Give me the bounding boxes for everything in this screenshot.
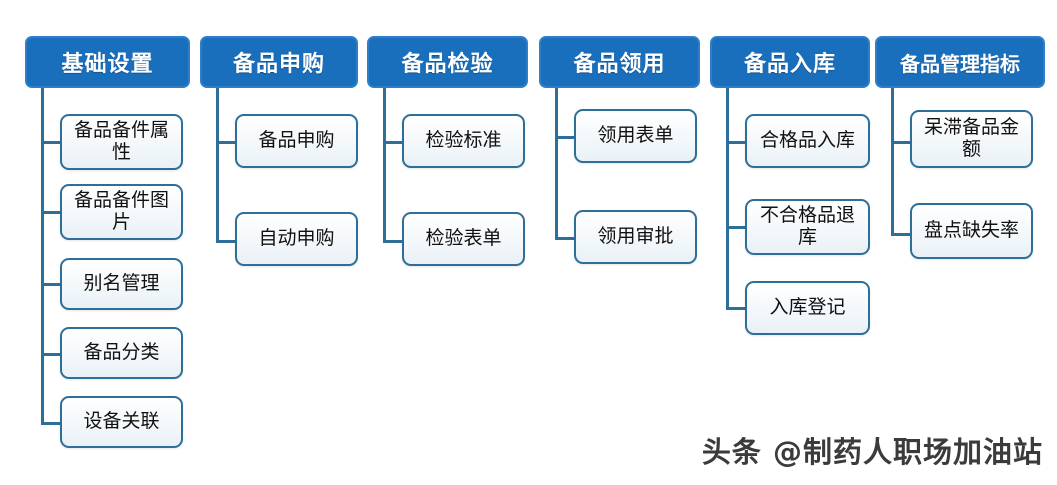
leaf-node-unqualified-return[interactable]: 不合格品退库 xyxy=(745,199,870,255)
leaf-node-idle-stock-amount[interactable]: 呆滞备品金额 xyxy=(910,110,1033,168)
connector-stub-col3-1 xyxy=(383,240,403,243)
connector-stub-col4-0 xyxy=(555,136,575,139)
connector-stub-col1-3 xyxy=(41,353,61,356)
leaf-node-inbound-record[interactable]: 入库登记 xyxy=(745,281,870,335)
leaf-node-inspection-standard[interactable]: 检验标准 xyxy=(402,114,525,168)
diagram-column-basic-settings: 基础设置 备品备件属性 备品备件图片 别名管理 备品分类 设备关联 xyxy=(0,0,195,485)
header-node-basic-settings[interactable]: 基础设置 xyxy=(25,36,190,88)
connector-stub-col5-0 xyxy=(726,141,746,144)
header-node-warehousing[interactable]: 备品入库 xyxy=(710,36,870,88)
header-node-requisition[interactable]: 备品领用 xyxy=(539,36,700,88)
leaf-node-bp-category[interactable]: 备品分类 xyxy=(60,327,183,379)
connector-stub-col5-1 xyxy=(726,226,746,229)
connector-stub-col3-0 xyxy=(383,141,403,144)
leaf-node-alias-mgmt[interactable]: 别名管理 xyxy=(60,258,183,310)
connector-stub-col1-1 xyxy=(41,211,61,214)
leaf-node-auto-purchase[interactable]: 自动申购 xyxy=(235,212,358,266)
leaf-node-bp-attribute[interactable]: 备品备件属性 xyxy=(60,114,183,170)
diagram-column-management-kpi: 备品管理指标 呆滞备品金额 盘点缺失率 xyxy=(875,0,1057,485)
connector-stub-col1-4 xyxy=(41,422,61,425)
connector-stub-col6-1 xyxy=(891,233,911,236)
connector-stub-col2-1 xyxy=(216,240,236,243)
connector-stub-col1-0 xyxy=(41,141,61,144)
leaf-node-bp-image[interactable]: 备品备件图片 xyxy=(60,184,183,240)
connector-trunk-col5 xyxy=(726,88,729,310)
watermark-text: 头条 @制药人职场加油站 xyxy=(701,435,1043,469)
connector-trunk-col2 xyxy=(216,88,219,243)
header-node-management-kpi[interactable]: 备品管理指标 xyxy=(875,36,1045,88)
header-node-purchase-request[interactable]: 备品申购 xyxy=(200,36,358,88)
diagram-column-warehousing: 备品入库 合格品入库 不合格品退库 入库登记 xyxy=(710,0,875,485)
leaf-node-stocktaking-loss-rate[interactable]: 盘点缺失率 xyxy=(910,203,1033,259)
connector-stub-col2-0 xyxy=(216,141,236,144)
connector-stub-col4-1 xyxy=(555,237,575,240)
diagram-column-requisition: 备品领用 领用表单 领用审批 xyxy=(537,0,710,485)
leaf-node-inspection-form[interactable]: 检验表单 xyxy=(402,212,525,266)
connector-trunk-col6 xyxy=(891,88,894,236)
connector-trunk-col4 xyxy=(555,88,558,240)
connector-stub-col1-2 xyxy=(41,283,61,286)
leaf-node-bp-purchase[interactable]: 备品申购 xyxy=(235,114,358,168)
leaf-node-requisition-approval[interactable]: 领用审批 xyxy=(574,210,697,264)
connector-stub-col5-2 xyxy=(726,307,746,310)
connector-stub-col6-0 xyxy=(891,141,911,144)
header-node-inspection[interactable]: 备品检验 xyxy=(367,36,528,88)
connector-trunk-col1 xyxy=(41,88,44,425)
diagram-column-inspection: 备品检验 检验标准 检验表单 xyxy=(365,0,537,485)
diagram-column-purchase-request: 备品申购 备品申购 自动申购 xyxy=(195,0,365,485)
leaf-node-qualified-inbound[interactable]: 合格品入库 xyxy=(745,114,870,168)
connector-trunk-col3 xyxy=(383,88,386,243)
leaf-node-requisition-form[interactable]: 领用表单 xyxy=(574,109,697,163)
leaf-node-device-link[interactable]: 设备关联 xyxy=(60,396,183,448)
